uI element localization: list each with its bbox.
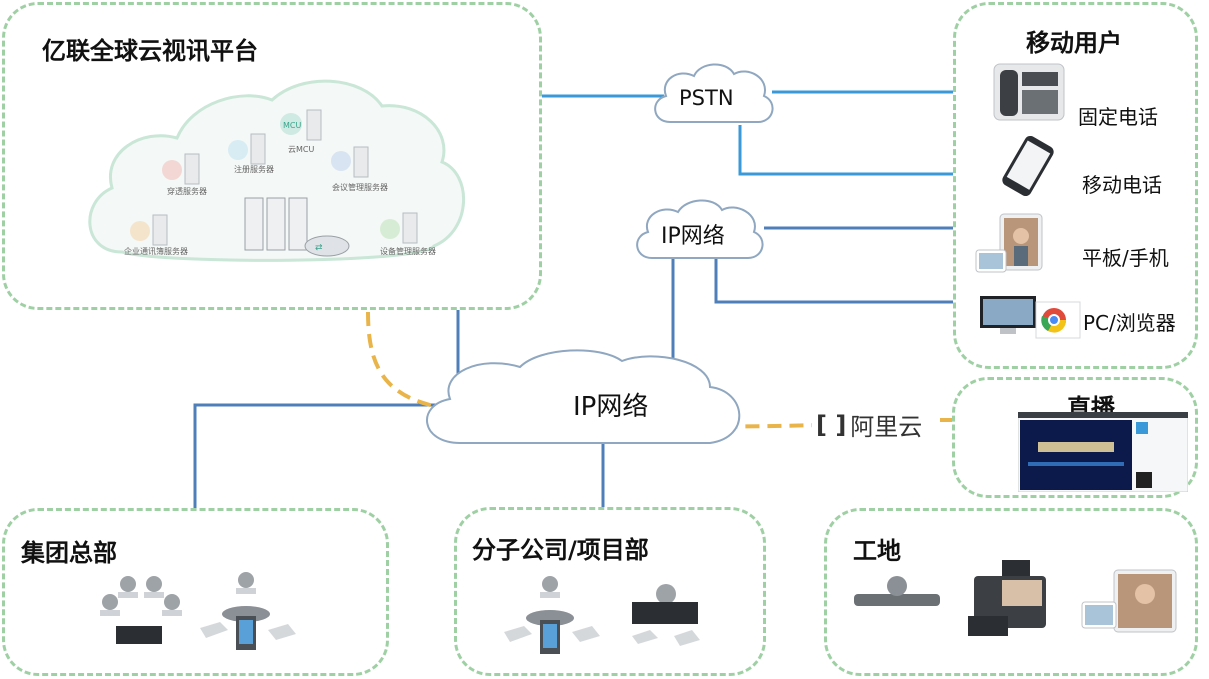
line-pstn-mobile [738,125,982,176]
server-label: 设备管理服务器 [380,246,436,256]
live-stream-screenshot [1017,411,1189,493]
router-icon: ⇄ [304,235,350,257]
server-label: 企业通讯簿服务器 [124,246,188,256]
hq-video-devices [88,572,298,656]
line-main-hq [193,403,470,512]
aliyun-logo: [ ] 阿里云 [812,405,927,444]
site-title: 工地 [853,537,901,565]
pc-browser-icon [978,294,1082,340]
site-title: 分子公司/项目部 [472,536,649,564]
line-live-stream [366,311,821,429]
mcu-badge-text: MCU [283,121,301,130]
subsidiary-video-devices [498,574,710,660]
ip-upper-label: IP网络 [661,224,725,249]
pstn-label: PSTN [679,86,734,110]
mobile-item-label: 移动电话 [1082,173,1162,197]
server-device-icon [380,212,418,244]
ip-main-label: IP网络 [573,392,649,422]
server-rack-icon [244,197,308,251]
construction-video-devices [852,556,1182,642]
platform-title: 亿联全球云视讯平台 [42,37,258,65]
aliyun-label: 阿里云 [850,413,923,441]
mobile-item-label: 固定电话 [1078,105,1158,129]
server-label: 注册服务器 [234,164,274,174]
platform-panel: 亿联全球云视讯平台 MCU [2,2,542,310]
ip-main-cloud [426,349,741,444]
desk-phone-icon [992,60,1066,124]
line-ip-pc [714,258,998,304]
mobile-title: 移动用户 [1026,29,1122,57]
server-mcu-icon: MCU [280,109,322,141]
server-label: 穿透服务器 [167,186,207,196]
hq-panel: 集团总部 [2,508,389,676]
tablet-icon [974,212,1070,276]
subsidiary-panel: 分子公司/项目部 [454,507,766,676]
server-label: 云MCU [288,145,314,154]
aliyun-bracket-icon: [ ] [816,410,847,439]
ip-upper-cloud [636,199,764,259]
site-title: 集团总部 [21,539,117,567]
smartphone-icon [990,135,1066,197]
svg-text:⇄: ⇄ [315,243,323,253]
pstn-cloud [654,63,774,123]
platform-cloud-graphic: MCU ⇄ 穿透服务器 注册服务器 云MCU 会议管理服务器 企 [88,79,465,262]
server-traversal-icon [162,153,200,185]
server-register-icon [228,133,266,165]
platform-cloud [88,79,465,262]
server-meeting-icon [331,146,369,178]
mobile-item-label: 平板/手机 [1082,246,1169,270]
server-directory-icon [130,214,168,246]
mobile-item-label: PC/浏览器 [1083,311,1176,335]
server-label: 会议管理服务器 [332,182,388,192]
